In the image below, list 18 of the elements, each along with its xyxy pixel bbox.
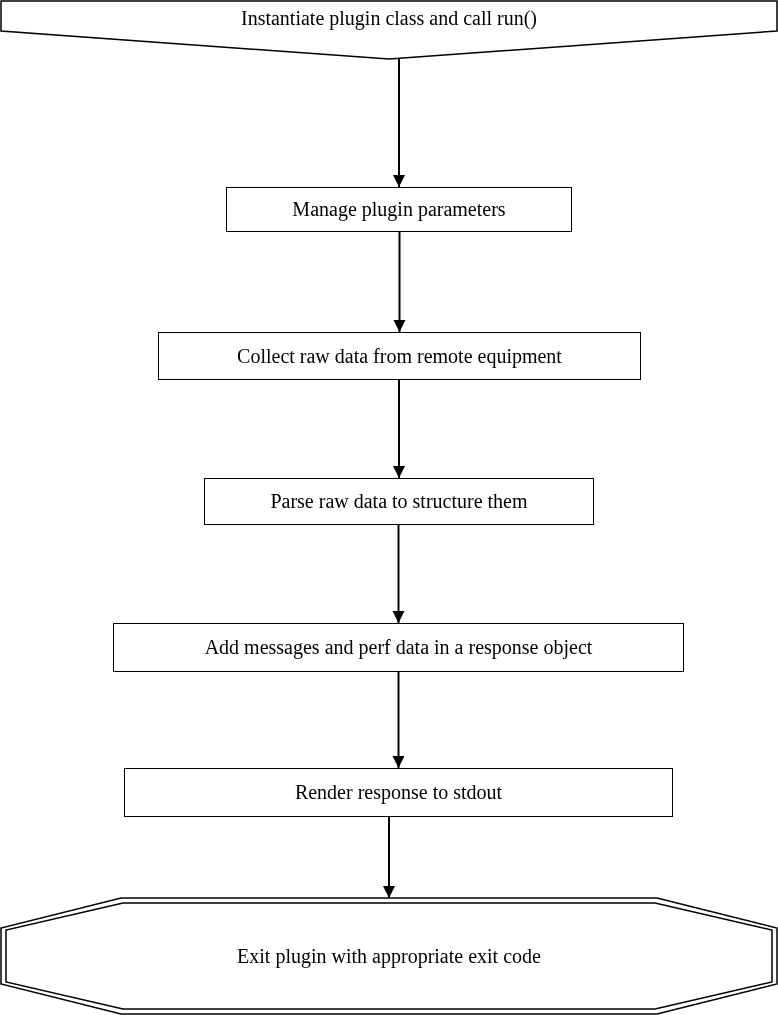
process-box bbox=[226, 187, 572, 232]
step-text: Parse raw data to structure them bbox=[270, 490, 528, 513]
step-text: Instantiate plugin class and call run() bbox=[241, 7, 537, 30]
arrow bbox=[383, 816, 395, 899]
step-text: Exit plugin with appropriate exit code bbox=[237, 944, 541, 968]
arrow bbox=[392, 524, 405, 624]
process-box bbox=[204, 478, 594, 525]
process-box bbox=[124, 768, 673, 817]
step-text: Add messages and perf data in a response object bbox=[204, 636, 593, 659]
step-text: Manage plugin parameters bbox=[292, 198, 506, 221]
process-box bbox=[158, 332, 641, 380]
arrow bbox=[392, 671, 405, 769]
arrow bbox=[393, 58, 405, 188]
step-text: Collect raw data from remote equipment bbox=[237, 344, 562, 368]
arrow bbox=[393, 379, 405, 479]
process-box bbox=[113, 623, 684, 672]
step-text: Render response to stdout bbox=[294, 781, 503, 804]
arrow bbox=[393, 231, 406, 333]
